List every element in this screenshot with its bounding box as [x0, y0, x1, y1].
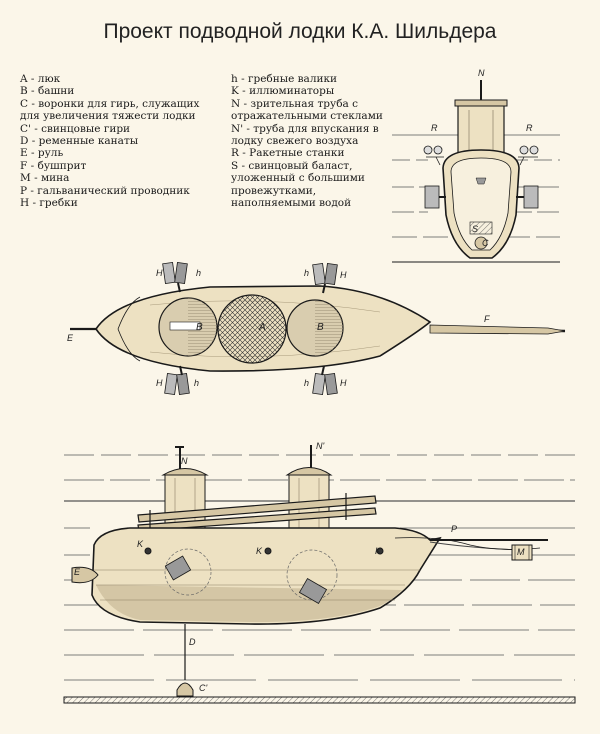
legend-item: F - бушприт [20, 159, 87, 172]
legend-item: N - зрительная труба с [231, 97, 358, 110]
legend-item: h - гребные валики [231, 73, 338, 85]
legend-item: A - люк [20, 73, 61, 85]
porthole-k [264, 547, 272, 555]
porthole-k [144, 547, 152, 555]
label-b-right: B [317, 322, 324, 333]
legend-item: наполняемыми водой [231, 197, 352, 210]
label-m: M [517, 547, 525, 557]
label-r-left: R [431, 123, 438, 133]
label-a: A [259, 322, 266, 333]
legend-right: h - гребные валики K - иллюминаторы N - … [231, 73, 383, 209]
paddle-left [424, 185, 446, 209]
legend-item: B - башни [20, 85, 75, 98]
label-h-top-right: H [340, 270, 347, 280]
legend-item: уложенный с большими [231, 172, 365, 185]
legend-item: P - гальванический проводник [20, 184, 190, 197]
legend-item: H - гребки [20, 197, 78, 210]
legend-item: E - руль [20, 147, 64, 160]
legend-item: отражательными стеклами [231, 110, 383, 123]
paddle-blade [164, 555, 192, 581]
lead-weight-c-prime [176, 682, 194, 697]
label-h-small-top-left: h [196, 268, 202, 278]
tower-right-side [285, 467, 333, 531]
legend-item: D - ременные канаты [20, 135, 139, 148]
paddle-h-bottom-right [312, 365, 338, 396]
label-n-side: N [181, 456, 188, 466]
legend-item: провежутками, [231, 184, 317, 197]
label-d: D [189, 637, 196, 647]
side-water-lines [64, 454, 575, 681]
mine-m [511, 544, 533, 561]
label-n: N [478, 68, 485, 78]
rocket-stand-left [423, 145, 444, 166]
label-b-left: B [196, 322, 203, 333]
hatch-a [217, 294, 287, 364]
seabed [63, 696, 576, 704]
legend-item: S - свинцовый баласт, [231, 159, 353, 172]
legend-item: лодку свежего воздуха [231, 135, 359, 148]
diagram-title: Проект подводной лодки К.А. Шильдера [103, 20, 497, 43]
label-h-bottom-left: H [156, 378, 163, 388]
paddle-blade [298, 578, 328, 604]
paddle-wheel-left [164, 548, 212, 596]
label-r-right: R [526, 123, 533, 133]
paddle-h-top-left [162, 261, 188, 293]
side-view [63, 445, 576, 704]
label-e-side: E [74, 567, 81, 577]
paddle-right [516, 185, 539, 209]
label-n-prime: N' [316, 441, 325, 451]
legend-item: C - воронки для гирь, служащих [20, 97, 200, 110]
legend-left: A - люк B - башни C - воронки для гирь, … [20, 73, 199, 209]
label-h-small-top-right: h [304, 268, 310, 278]
label-s: S [472, 224, 479, 234]
porthole-k [376, 547, 384, 555]
weight-funnel-c [474, 236, 488, 250]
legend-item: C' - свинцовые гири [20, 122, 131, 135]
label-k-right: K [375, 546, 382, 556]
label-k-middle: K [256, 546, 263, 556]
legend-item: K - иллюминаторы [231, 85, 335, 98]
cross-section-view [392, 80, 560, 263]
label-k-left: K [137, 539, 144, 549]
legend-item: N' - труба для впускания в [231, 122, 379, 135]
label-h-top-left: H [156, 268, 163, 278]
legend-item: для увеличения тяжести лодки [20, 110, 196, 123]
ballast-s [469, 221, 493, 235]
label-h-bottom-right: H [340, 378, 347, 388]
paddle-h-bottom-left [164, 365, 190, 396]
label-h-small-bottom-left: h [194, 378, 200, 388]
label-f: F [484, 314, 490, 324]
label-c-prime: C' [199, 683, 208, 693]
legend-item: R - Ракетные станки [231, 147, 345, 160]
label-h-small-bottom-right: h [304, 378, 310, 388]
paddle-h-top-right [312, 262, 338, 294]
plan-view [70, 261, 566, 396]
label-e: E [67, 333, 74, 343]
paddle-wheel-right [286, 549, 338, 601]
legend-item: M - мина [20, 172, 70, 185]
label-p: P [451, 524, 458, 534]
rocket-stand-right [518, 145, 539, 166]
label-c: C [482, 238, 489, 248]
rudder-e-side [71, 566, 99, 584]
